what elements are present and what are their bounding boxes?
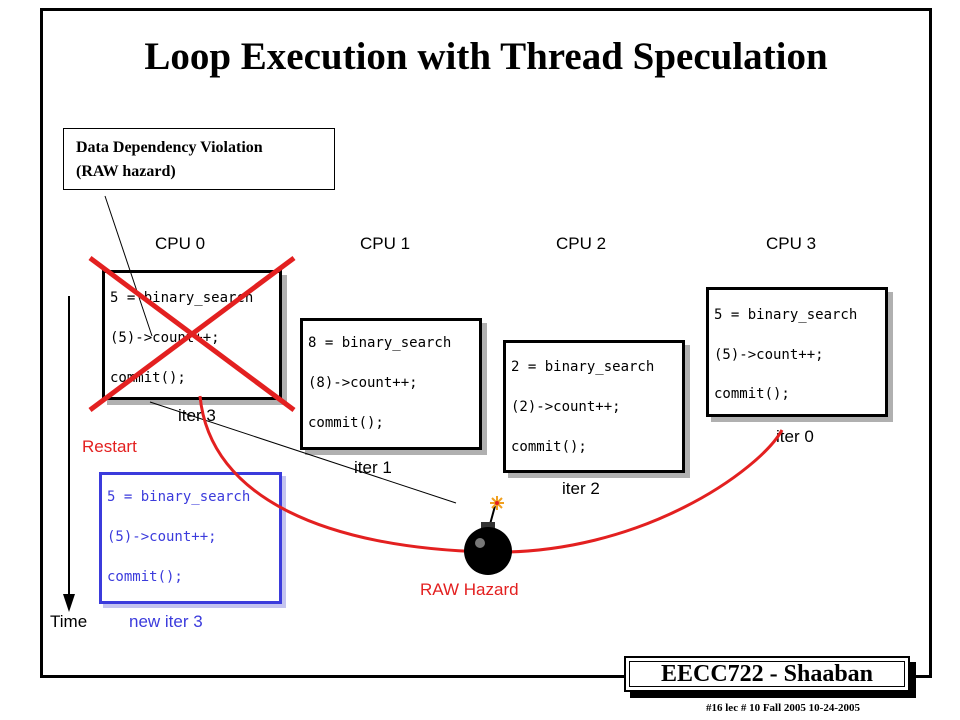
- code-line: commit();: [308, 415, 384, 431]
- slide-title: Loop Execution with Thread Speculation: [144, 35, 828, 78]
- dependency-violation-callout: Data Dependency Violation (RAW hazard): [63, 128, 335, 190]
- slide-frame: [40, 8, 932, 678]
- callout-line-1: Data Dependency Violation: [76, 139, 263, 156]
- hazard-pointer-line: [149, 401, 457, 504]
- code-line: (5)->count++;: [107, 529, 217, 545]
- code-line: (8)->count++;: [308, 375, 418, 391]
- time-axis-arrowhead: [63, 594, 75, 612]
- code-line: 5 = binary_search: [714, 307, 858, 323]
- iter-label-cpu2: iter 2: [562, 479, 600, 498]
- cpu-label-2: CPU 2: [556, 234, 607, 253]
- restart-label: Restart: [82, 437, 137, 456]
- raw-hazard-label: RAW Hazard: [420, 580, 519, 599]
- code-line: commit();: [511, 439, 587, 455]
- thread-box-cpu3: 5 = binary_search (5)->count++; commit()…: [706, 287, 888, 417]
- code-line: (2)->count++;: [511, 399, 621, 415]
- course-brand-text: EECC722 - Shaaban: [660, 661, 874, 687]
- code-line: commit();: [714, 386, 790, 402]
- code-line: 5 = binary_search: [107, 489, 251, 505]
- thread-box-cpu2: 2 = binary_search (2)->count++; commit()…: [503, 340, 685, 473]
- bomb-icon: [464, 496, 512, 575]
- cpu-label-0: CPU 0: [155, 234, 206, 253]
- cpu-label-1: CPU 1: [360, 234, 411, 253]
- course-brand-box: EECC722 - Shaaban: [624, 656, 910, 692]
- iter-label-restarted: new iter 3: [129, 612, 203, 631]
- code-line: 8 = binary_search: [308, 335, 452, 351]
- slide-footer-meta: #16 lec # 10 Fall 2005 10-24-2005: [706, 702, 860, 714]
- callout-pointer-line: [104, 195, 153, 337]
- brand-inner-border: [629, 661, 905, 687]
- iter-label-cpu3: iter 0: [776, 427, 814, 446]
- squash-x-stroke-2: [88, 255, 296, 413]
- callout-line-2: (RAW hazard): [76, 163, 176, 180]
- time-axis-label: Time: [50, 612, 88, 631]
- code-line: commit();: [107, 569, 183, 585]
- cpu-label-3: CPU 3: [766, 234, 817, 253]
- thread-box-cpu1: 8 = binary_search (8)->count++; commit()…: [300, 318, 482, 450]
- code-line: 2 = binary_search: [511, 359, 655, 375]
- restarted-thread-box: 5 = binary_search (5)->count++; commit()…: [99, 472, 282, 604]
- code-line: (5)->count++;: [714, 347, 824, 363]
